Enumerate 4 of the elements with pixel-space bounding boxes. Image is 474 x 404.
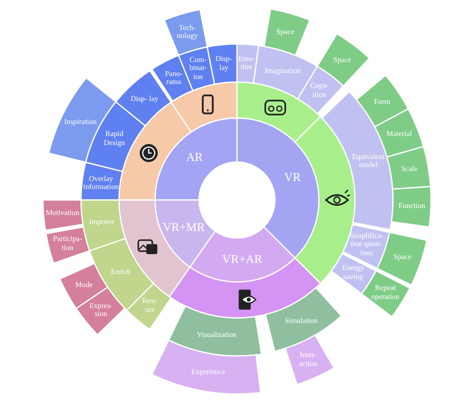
category-label: VR+AR bbox=[222, 253, 262, 266]
category-label: VR bbox=[284, 170, 301, 184]
category-label: AR bbox=[186, 151, 203, 164]
category-label: VR+MR bbox=[162, 221, 205, 234]
